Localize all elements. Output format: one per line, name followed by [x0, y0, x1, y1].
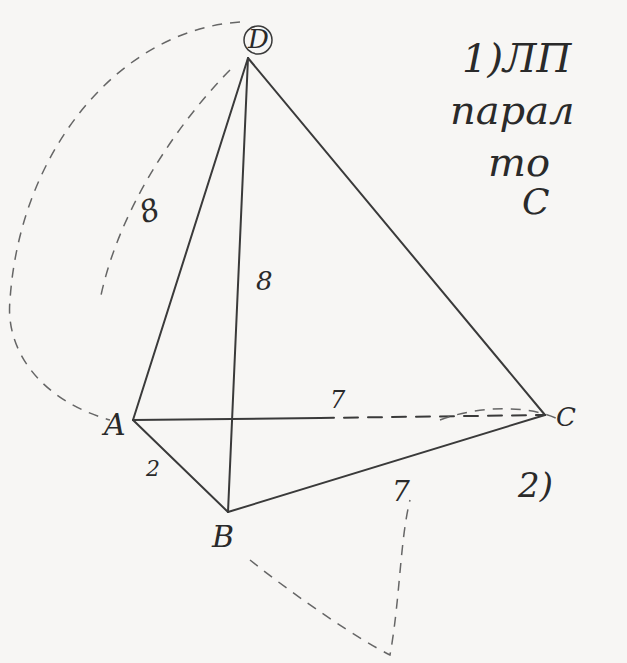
arc-left [10, 22, 240, 420]
note-text: 1)ЛП [462, 38, 571, 78]
edge-ab [133, 420, 228, 512]
arc-inner [100, 70, 230, 300]
note-text: С [522, 184, 550, 220]
edge-ac-solid [133, 418, 320, 420]
vertex-label: D [248, 26, 269, 52]
edge-length: 8 [135, 194, 163, 229]
vertex-mark [244, 26, 272, 54]
arc-c [440, 409, 560, 420]
edge-length: 2 [146, 458, 160, 480]
edge-length: 7 [330, 388, 345, 412]
edge-length: 8 [256, 268, 273, 294]
edge-da [133, 58, 248, 420]
edge-length: 7 [392, 478, 410, 506]
edge-db [228, 58, 248, 512]
vertex-label: B [212, 522, 234, 552]
note-text: то [488, 142, 550, 182]
edge-bc [228, 415, 545, 512]
edge-ac-dashed [320, 415, 545, 418]
note-text: 2) [518, 468, 553, 502]
note-text: парал [450, 90, 575, 130]
arc-bottom [250, 500, 410, 655]
vertex-label: A [104, 410, 126, 440]
vertex-label: C [556, 404, 576, 430]
